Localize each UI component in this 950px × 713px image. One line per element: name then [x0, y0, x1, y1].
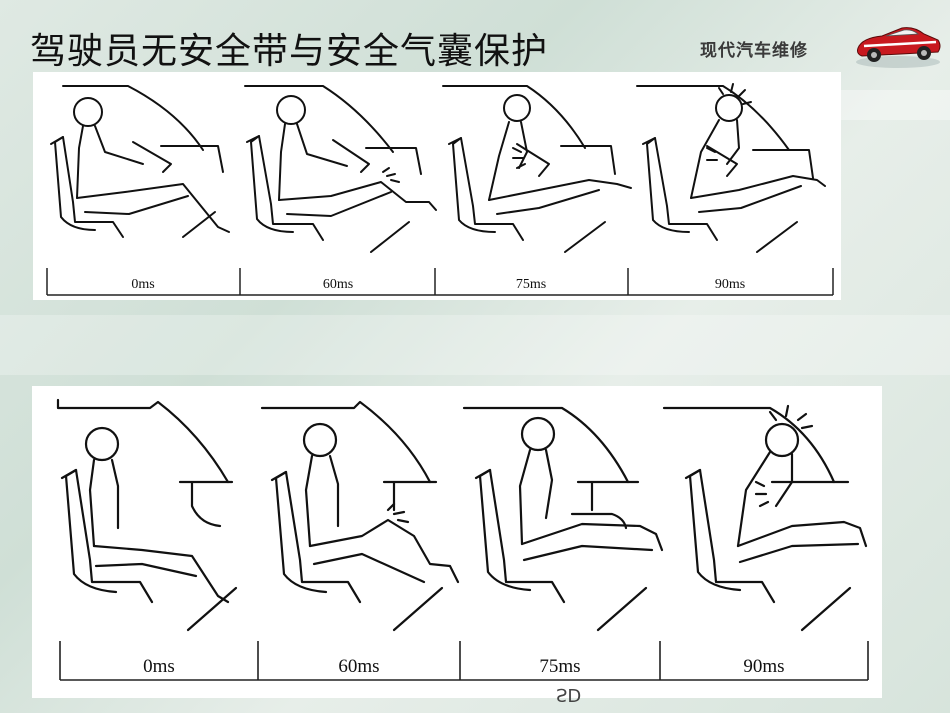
timeline-label: 60ms	[338, 656, 379, 677]
timeline-label: 0ms	[131, 277, 154, 292]
timeline-label: 90ms	[715, 277, 745, 292]
frame-figure	[636, 83, 826, 253]
frame-figure	[244, 85, 437, 253]
frame-figure	[56, 398, 238, 632]
frame-figure	[462, 406, 664, 632]
background-stripe	[0, 315, 950, 375]
timeline-label: 75ms	[539, 656, 580, 677]
crash-sequence-illustration-bottom: 0ms 60ms 75ms 90ms	[56, 398, 869, 681]
background-stripe	[840, 90, 950, 120]
brand-text: 现代汽车维修	[700, 41, 808, 61]
timeline-axis-bottom	[59, 641, 869, 681]
slide-title: 驾驶员无安全带与安全气囊保护	[30, 31, 549, 72]
crash-sequence-illustration-top: 0ms 60ms 75ms 90ms	[46, 83, 834, 296]
frame-figure	[662, 404, 868, 632]
frame-figure	[50, 85, 230, 238]
red-convertible-car-icon	[856, 27, 941, 68]
crash-sequence-panel-top: 0ms 60ms 75ms 90ms	[33, 72, 841, 300]
timeline-label: 0ms	[143, 656, 175, 677]
timeline-label: 90ms	[743, 656, 784, 677]
frame-figure	[260, 400, 460, 632]
timeline-label: 75ms	[516, 277, 546, 292]
crash-sequence-panel-bottom: 0ms 60ms 75ms 90ms	[32, 386, 882, 698]
timeline-label: 60ms	[323, 277, 353, 292]
frame-figure	[442, 85, 632, 253]
footer-mark: SD	[556, 684, 582, 705]
timeline-axis-top	[46, 268, 834, 296]
